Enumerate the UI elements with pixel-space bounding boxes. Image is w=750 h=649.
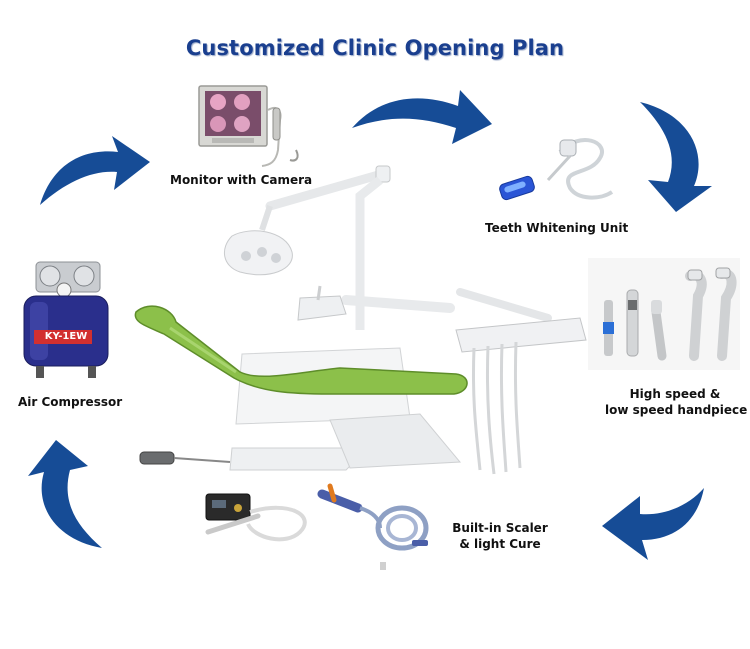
compressor-illustration: [23, 261, 109, 378]
arrow-top-right: [640, 102, 712, 212]
whitening-illustration: [499, 138, 614, 201]
handpiece-illustration: [588, 258, 740, 370]
light-cure-illustration: [317, 483, 429, 551]
page-title: Customized Clinic Opening Plan: [185, 36, 565, 60]
label-scaler-line1: Built-in Scaler: [452, 521, 548, 535]
label-monitor: Monitor with Camera: [170, 173, 313, 187]
label-handpiece: High speed & low speed handpiece: [605, 386, 748, 418]
label-whitening: Teeth Whitening Unit: [485, 221, 629, 235]
cycle-arrows: [28, 90, 712, 560]
monitor-illustration: [198, 85, 299, 167]
arrow-bottom-right: [602, 488, 704, 560]
arrow-top-left: [40, 136, 150, 205]
arrow-bottom-left: [28, 440, 102, 548]
label-compressor: Air Compressor: [18, 395, 123, 409]
compressor-brand-text: KY-1EW: [44, 331, 88, 342]
label-scaler-line2: & light Cure: [459, 537, 541, 551]
dental-chair-illustration: [134, 165, 587, 570]
label-handpiece-line2: low speed handpiece: [605, 403, 748, 417]
label-handpiece-line1: High speed &: [629, 387, 721, 401]
label-scaler: Built-in Scaler & light Cure: [440, 520, 560, 552]
arrow-top-center: [352, 90, 492, 144]
scaler-illustration: [205, 493, 307, 542]
